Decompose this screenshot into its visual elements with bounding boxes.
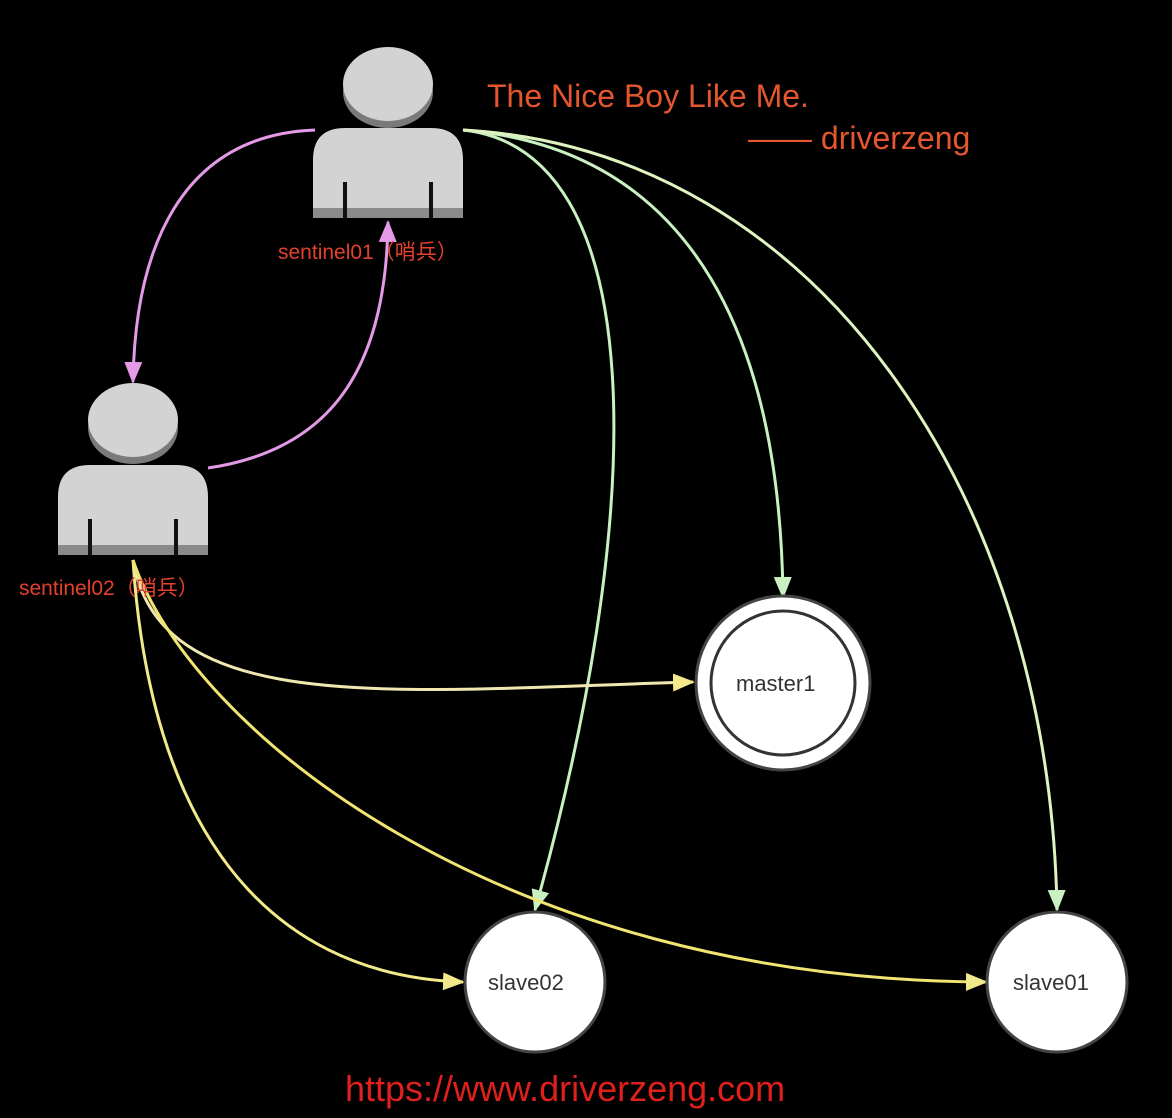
- node-slave02: [463, 910, 607, 1054]
- edge-sentinel02-to-slave01: [131, 559, 988, 991]
- sentinel01-label: sentinel01（哨兵）: [278, 241, 458, 264]
- edge-sentinel01-to-master: [462, 128, 792, 599]
- edge-sentinel02-to-master: [131, 559, 695, 692]
- person-icon-sentinel01: [313, 47, 463, 218]
- node-master1: [694, 594, 872, 772]
- master1-label: master1: [736, 671, 816, 696]
- person-icon-sentinel02: [58, 383, 208, 555]
- edge-sentinel02-to-sentinel01: [207, 220, 397, 470]
- edge-sentinel01-to-sentinel02: [124, 128, 316, 384]
- slave01-label: slave01: [1013, 970, 1089, 995]
- quote-line1: The Nice Boy Like Me.: [487, 78, 809, 114]
- sentinel02-label: sentinel02（哨兵）: [19, 577, 199, 600]
- edge-sentinel01-to-slave01: [462, 128, 1066, 912]
- node-slave01: [985, 910, 1129, 1054]
- edge-sentinel01-to-slave02: [462, 128, 616, 912]
- slave02-label: slave02: [488, 970, 564, 995]
- footer-url: https://www.driverzeng.com: [345, 1068, 786, 1109]
- edge-sentinel02-to-slave02: [131, 559, 465, 991]
- quote-line2: —— driverzeng: [748, 120, 971, 156]
